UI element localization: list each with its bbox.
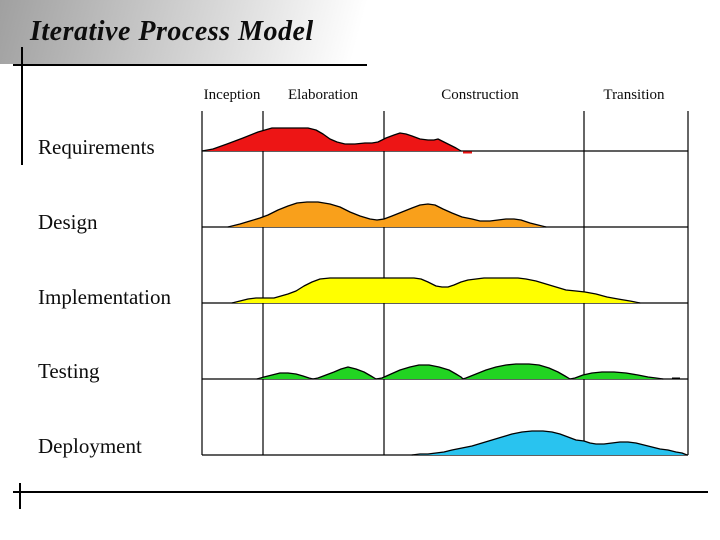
title-underline: [13, 64, 367, 66]
discipline-label-testing: Testing: [38, 359, 100, 383]
discipline-label-deployment: Deployment: [38, 434, 142, 458]
discipline-label-implementation: Implementation: [38, 285, 171, 309]
footer-line: [13, 491, 708, 493]
discipline-label-design: Design: [38, 210, 98, 234]
footer-tick: [19, 483, 21, 509]
phase-label-transition: Transition: [603, 87, 665, 103]
phase-label-construction: Construction: [441, 87, 519, 103]
page-title: Iterative Process Model: [30, 16, 314, 47]
phase-label-elaboration: Elaboration: [288, 87, 358, 103]
phase-label-inception: Inception: [203, 87, 261, 103]
discipline-label-requirements: Requirements: [38, 135, 155, 159]
left-border-line: [21, 47, 23, 165]
title-gradient-band: [0, 0, 392, 64]
